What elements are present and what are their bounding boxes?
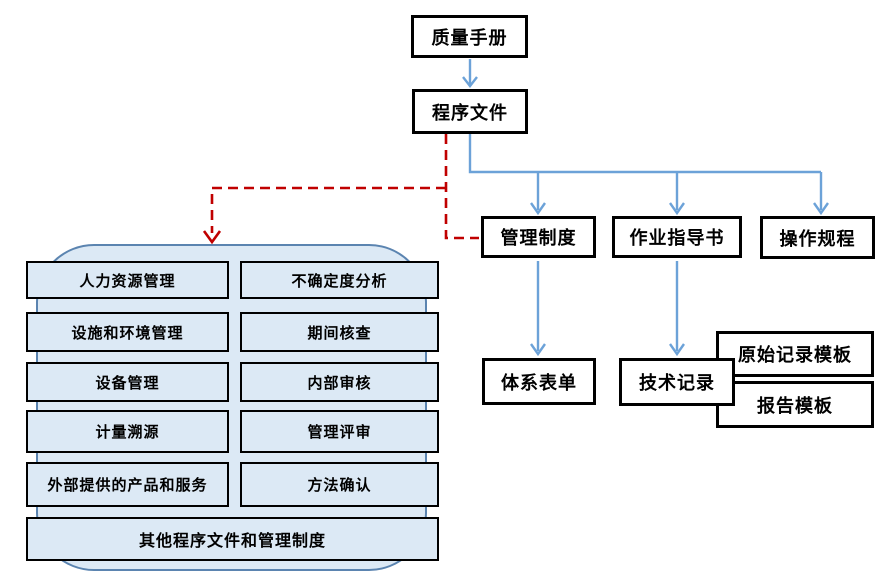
- dashed-connector-procedure-to-management-system: [444, 134, 479, 240]
- connector-procedure-branches: [468, 134, 821, 174]
- group-item-interim-checks: 期间核查: [240, 312, 439, 352]
- group-item-human-resources-management: 人力资源管理: [26, 261, 229, 299]
- node-system-forms: 体系表单: [482, 358, 596, 405]
- group-item-equipment-management: 设备管理: [26, 362, 229, 402]
- group-item-uncertainty-analysis: 不确定度分析: [240, 261, 439, 299]
- arrow-management-to-system-forms: [530, 261, 546, 357]
- group-item-other-procedure-documents: 其他程序文件和管理制度: [26, 517, 439, 561]
- dashed-connector-procedure-to-group: [210, 186, 446, 233]
- node-technical-records: 技术记录: [619, 358, 735, 406]
- arrow-to-management-system: [530, 172, 546, 216]
- group-item-management-review: 管理评审: [240, 410, 439, 453]
- node-quality-manual: 质量手册: [411, 15, 528, 58]
- dashed-arrow-to-procedure-group: [202, 230, 222, 245]
- node-work-instructions: 作业指导书: [612, 216, 742, 258]
- arrow-quality-to-procedure: [462, 59, 478, 88]
- group-item-externally-provided-products-services: 外部提供的产品和服务: [26, 462, 229, 507]
- arrow-to-work-instructions: [669, 172, 685, 216]
- group-item-method-validation: 方法确认: [240, 462, 439, 507]
- group-item-facility-environment-management: 设施和环境管理: [26, 312, 229, 352]
- node-operating-procedures: 操作规程: [760, 216, 875, 259]
- group-item-internal-audit: 内部审核: [240, 362, 439, 402]
- arrow-instructions-to-technical-records: [669, 261, 685, 357]
- node-procedure-documents: 程序文件: [412, 89, 528, 134]
- node-report-template: 报告模板: [716, 381, 874, 428]
- node-management-system: 管理制度: [481, 216, 596, 258]
- node-original-record-template: 原始记录模板: [716, 331, 874, 377]
- group-item-metrological-traceability: 计量溯源: [26, 410, 229, 453]
- arrow-to-operating-procedures: [813, 172, 829, 216]
